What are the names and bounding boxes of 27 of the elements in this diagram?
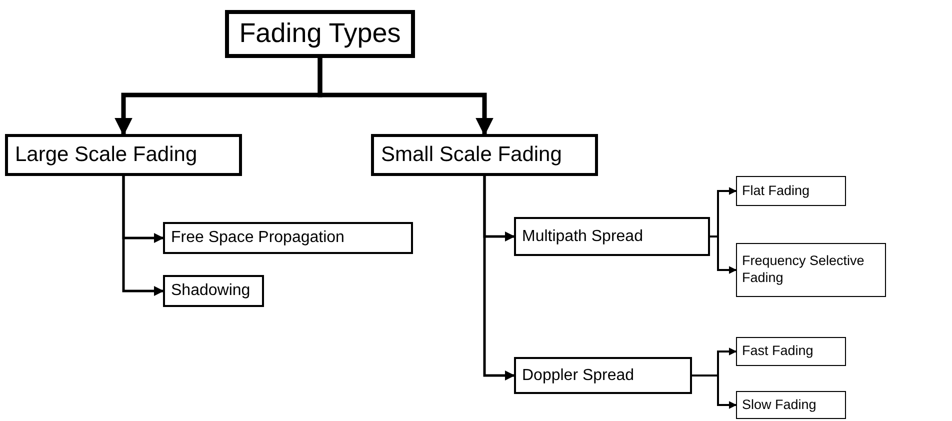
arrow [483, 176, 515, 380]
arrow [318, 58, 494, 136]
node-label: Fading Types [239, 17, 401, 50]
arrow [692, 374, 737, 409]
node-label: Multipath Spread [522, 226, 643, 246]
process-box [163, 222, 413, 254]
node-label: Frequency Selective Fading [742, 253, 866, 287]
node-label: Small Scale Fading [381, 142, 562, 168]
process-box [514, 217, 710, 256]
arrow [122, 176, 164, 296]
process-box [163, 275, 264, 307]
process-box [371, 134, 598, 176]
process-box [736, 176, 846, 206]
process-box [5, 134, 242, 176]
process-box [225, 10, 415, 58]
node-label: Large Scale Fading [15, 142, 198, 168]
process-box [736, 243, 886, 297]
node-label: Flat Fading [742, 182, 810, 200]
node-label: Slow Fading [742, 396, 816, 414]
process-box [736, 391, 846, 419]
process-box [736, 337, 846, 366]
arrow [710, 236, 737, 274]
node-label: Doppler Spread [522, 366, 634, 386]
node-label: Fast Fading [742, 343, 814, 360]
node-label: Shadowing [171, 281, 250, 301]
node-label: Free Space Propagation [171, 228, 344, 248]
process-box [514, 357, 692, 394]
